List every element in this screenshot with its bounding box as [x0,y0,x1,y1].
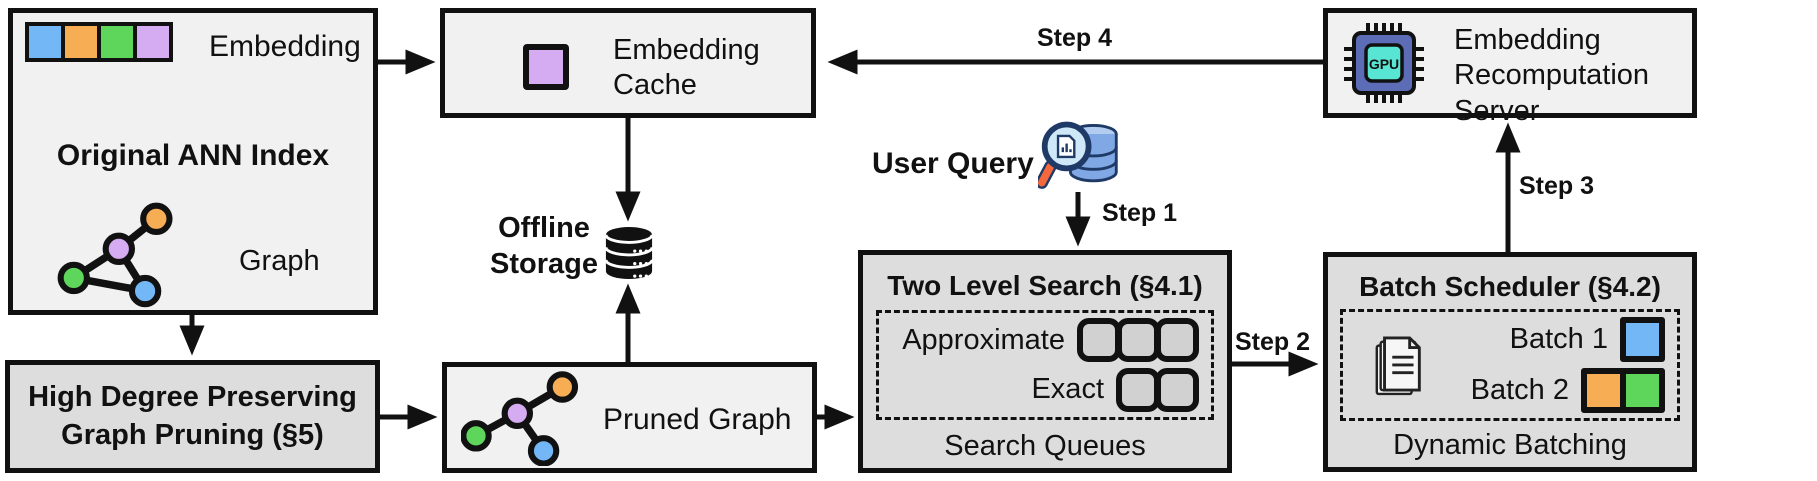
cached-embedding-icon [523,44,569,90]
batch-2-items [1581,367,1665,413]
user-query-label: User Query [872,147,1034,180]
step-2-label: Step 2 [1235,328,1311,356]
exact-label: Exact [1031,373,1104,406]
embedding-cell-purple [133,22,173,62]
dynamic-batching-label: Dynamic Batching [1393,429,1627,461]
recomputation-server-box: GPU Embedding Recomputation Server [1323,8,1697,127]
dynamic-batching-panel: Batch 1 Batch 2 [1340,309,1680,421]
documents-icon [1375,336,1421,396]
embedding-label: Embedding [209,30,361,63]
step-1-label: Step 1 [1102,199,1178,227]
pruned-graph-icon [461,371,579,466]
gpu-chip-text: GPU [1369,56,1399,72]
batch-scheduler-title: Batch Scheduler (§4.2) [1359,271,1661,302]
recomputation-server-label: Embedding Recomputation Server [1454,24,1650,127]
approximate-queue-row: Approximate [879,318,1199,363]
queue-slot [1116,367,1160,412]
embedding-cell-blue [25,22,65,62]
queue-slot [1116,318,1160,363]
step-4-label: Step 4 [1037,24,1113,52]
gpu-chip-icon: GPU [1344,23,1424,103]
step-3-label: Step 3 [1519,172,1595,200]
original-ann-index-box: Embedding Original ANN Index Graph [8,8,378,315]
queue-slot [1077,318,1121,363]
queue-slot [1155,318,1199,363]
batch-1-row: Batch 1 [1343,317,1665,363]
exact-queue-row: Exact [879,367,1199,412]
graph-pruning-title: High Degree Preserving Graph Pruning (§5… [28,380,357,451]
two-level-search-title: Two Level Search (§4.1) [887,270,1203,301]
search-queues-panel: Approximate Exact [876,310,1214,420]
embedding-cache-label: Embedding Cache [613,34,760,101]
original-ann-index-title: Original ANN Index [56,139,330,172]
embedding-cache-box: Embedding Cache [440,8,816,118]
user-query-search-database-icon [1038,121,1118,189]
approximate-label: Approximate [902,323,1065,356]
batch-scheduler-box: Batch Scheduler (§4.2) Batch 1 [1323,252,1697,472]
graph-pruning-box: High Degree Preserving Graph Pruning (§5… [5,360,380,473]
graph-label: Graph [239,245,320,277]
embedding-vector-icon [25,22,173,62]
offline-storage-database-icon [604,227,654,279]
embedding-cell-green [97,22,137,62]
batch-item-blue [1620,317,1665,363]
queue-slot [1155,367,1199,412]
batch-2-row: Batch 2 [1343,367,1665,413]
search-queues-label: Search Queues [944,430,1146,462]
batch-2-label: Batch 2 [1470,373,1569,406]
batch-1-label: Batch 1 [1509,323,1608,356]
batch-1-items [1620,317,1665,363]
graph-icon [57,202,173,308]
approximate-queue-slots [1077,318,1199,363]
pruned-graph-label: Pruned Graph [603,403,792,436]
two-level-search-box: Two Level Search (§4.1) Approximate Exac… [858,250,1232,473]
pruned-graph-box: Pruned Graph [442,362,817,473]
exact-queue-slots [1116,367,1199,412]
batch-item-green [1620,367,1665,413]
offline-storage-label: Offline Storage [490,212,598,281]
embedding-cell-orange [61,22,101,62]
